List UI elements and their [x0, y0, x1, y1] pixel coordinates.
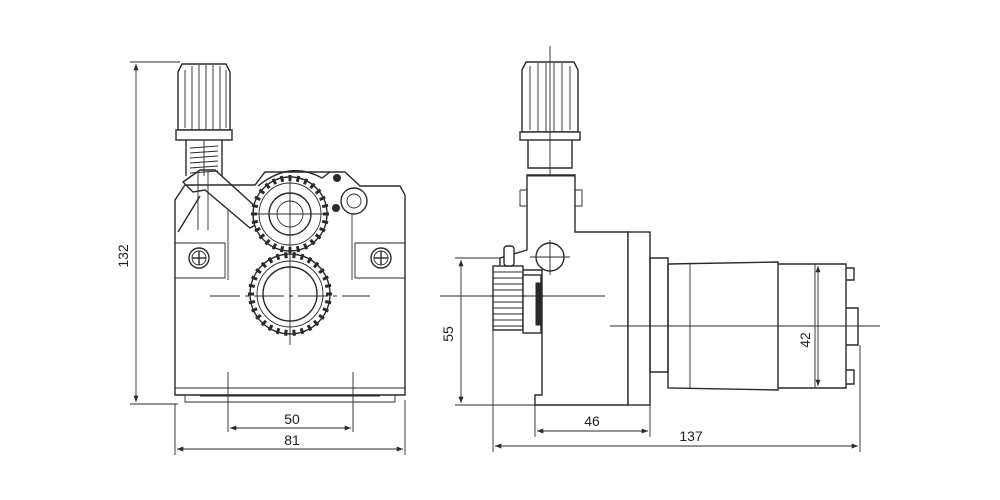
gear-tooth	[284, 329, 288, 336]
gear-tooth	[275, 253, 281, 261]
gear-tooth	[299, 253, 305, 261]
dim-gear-offset-46: 46	[584, 413, 600, 429]
gear-tooth	[309, 238, 316, 246]
gear-tooth	[312, 319, 320, 327]
gear-tooth	[314, 188, 322, 195]
gear-tooth	[258, 233, 266, 240]
side-drive-gear	[492, 245, 542, 334]
side-view: 55 42 46 137	[440, 46, 880, 452]
gear-tooth	[314, 233, 322, 240]
gear-tooth	[319, 226, 326, 233]
gear-tooth	[306, 256, 313, 264]
gear-tooth	[324, 283, 332, 288]
gear-tooth	[271, 243, 278, 250]
gear-tooth	[299, 327, 305, 335]
gear-tooth	[248, 283, 256, 288]
gear-tooth	[260, 261, 268, 269]
gear-tooth	[279, 245, 285, 253]
gear-tooth	[251, 219, 259, 225]
dim-feeder-height-55: 55	[440, 326, 456, 342]
pivot-roller	[332, 174, 368, 215]
dim-height-132: 132	[115, 244, 131, 268]
gear-tooth	[318, 313, 325, 320]
gear-tooth	[248, 300, 256, 305]
gear-tooth	[302, 178, 309, 185]
dim-motor-diameter-42: 42	[797, 332, 813, 348]
dim-width-81: 81	[284, 432, 300, 448]
dim-slot-spacing-50: 50	[284, 411, 300, 427]
gear-tooth	[321, 203, 329, 209]
gear-tooth	[302, 243, 309, 250]
gear-tooth	[319, 195, 326, 202]
left-screw	[188, 247, 210, 269]
gear-tooth	[258, 188, 266, 195]
gear-tooth	[284, 252, 288, 259]
gear-tooth	[322, 307, 329, 313]
side-knob	[519, 46, 581, 175]
gear-tooth	[264, 182, 271, 190]
gear-tooth	[295, 245, 301, 253]
gear-tooth	[271, 178, 278, 185]
gear-tooth	[251, 203, 259, 209]
gear-tooth	[255, 268, 262, 275]
gear-tooth	[312, 261, 320, 269]
gear-tooth	[321, 219, 329, 225]
dim-total-length-137: 137	[679, 428, 703, 444]
gear-tooth	[254, 226, 261, 233]
front-view: 132 50 81	[115, 61, 406, 455]
gear-tooth	[318, 268, 325, 275]
right-screw	[370, 247, 392, 269]
gear-tooth	[295, 175, 301, 183]
gear-tooth	[292, 252, 296, 259]
gear-tooth	[309, 182, 316, 190]
gear-tooth	[251, 307, 258, 313]
gear-tooth	[275, 327, 281, 335]
gear-tooth	[267, 256, 274, 264]
gear-tooth	[267, 324, 274, 332]
front-knob	[175, 63, 233, 176]
gear-tooth	[254, 195, 261, 202]
gear-tooth	[264, 238, 271, 246]
gear-tooth	[322, 275, 329, 281]
gear-tooth	[255, 313, 262, 320]
gear-tooth	[306, 324, 313, 332]
gear-tooth	[292, 329, 296, 336]
gear-tooth	[260, 319, 268, 327]
gear-tooth	[251, 275, 258, 281]
gear-tooth	[279, 175, 285, 183]
gear-tooth	[324, 300, 332, 305]
